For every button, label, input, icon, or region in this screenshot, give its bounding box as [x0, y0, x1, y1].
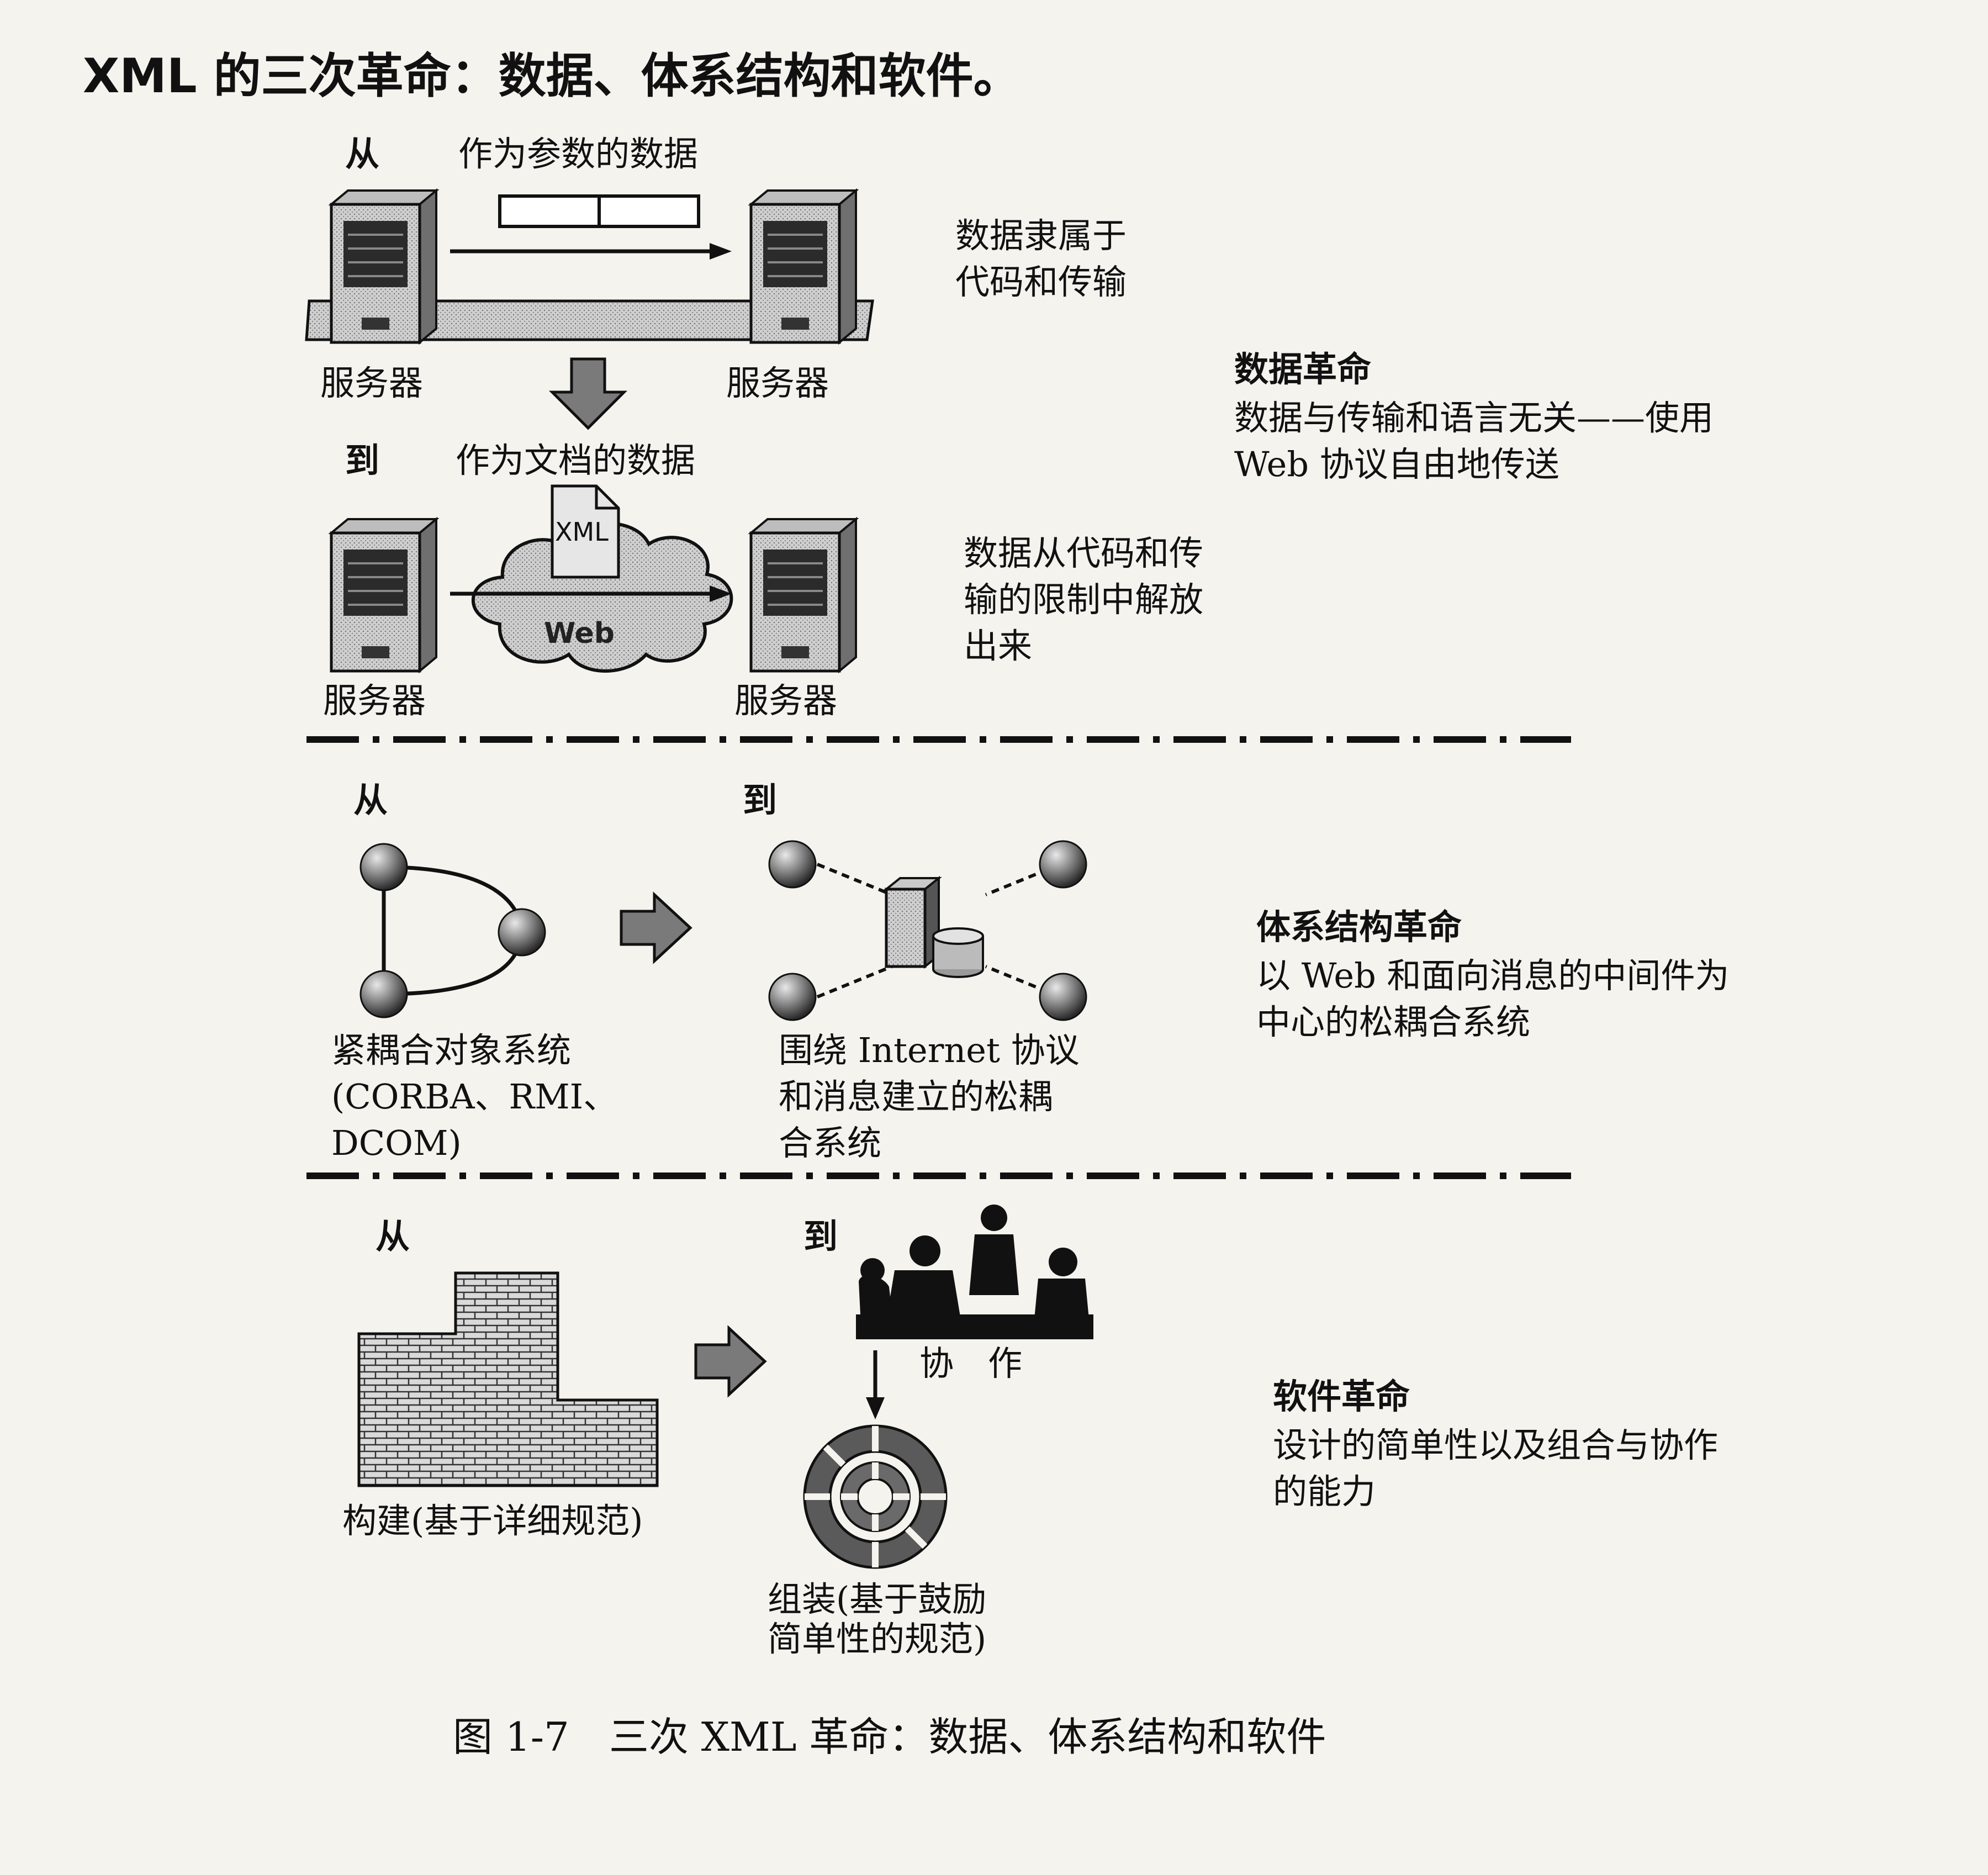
server-icon: [331, 519, 436, 671]
param-packet-icon: [598, 194, 700, 228]
software-revolution-title: 软件革命: [1273, 1376, 1410, 1417]
to-title: 作为文档的数据: [456, 440, 696, 480]
assemble-caption: 组装(基于鼓励 简单性的规范): [768, 1579, 987, 1659]
object-node-icon: [498, 908, 546, 957]
data-from-diagram: [305, 191, 874, 342]
server-icon: [751, 519, 856, 671]
arrow-right-icon: [710, 585, 732, 602]
to-label: 到: [803, 1216, 838, 1256]
data-from-note: 数据隶属于 代码和传输: [955, 215, 1127, 302]
server-icon: [751, 191, 856, 342]
loose-coupled-diagram: [768, 840, 1087, 1021]
object-node-icon: [359, 970, 408, 1018]
object-node-icon: [768, 973, 817, 1021]
server-label: 服务器: [320, 363, 424, 403]
param-packet-icon: [498, 194, 601, 228]
from-label: 从: [376, 1216, 410, 1256]
data-revolution-title: 数据革命: [1234, 349, 1372, 389]
collaboration-label: 协 作: [919, 1343, 1023, 1383]
from-label: 从: [353, 780, 388, 820]
down-arrow-icon: [548, 357, 628, 430]
brick-wall-icon: [357, 1271, 659, 1487]
build-caption: 构建(基于详细规范): [342, 1501, 643, 1541]
architecture-revolution-title: 体系结构革命: [1256, 907, 1462, 947]
loose-coupled-caption: 围绕 Internet 协议 和消息建立的松耦 合系统: [779, 1030, 1080, 1163]
object-node-icon: [1039, 840, 1087, 889]
tight-coupled-caption: 紧耦合对象系统 (CORBA、RMI、 DCOM): [331, 1030, 618, 1163]
arrow-right-icon: [710, 243, 732, 260]
from-label: 从: [345, 134, 380, 174]
to-label: 到: [743, 780, 778, 820]
section-divider: [306, 736, 1571, 743]
from-title: 作为参数的数据: [458, 134, 699, 174]
arrow-down-icon: [866, 1397, 885, 1419]
tight-coupled-diagram: [359, 843, 546, 1018]
server-label: 服务器: [726, 363, 829, 403]
web-cloud-label: Web: [544, 617, 615, 650]
collaboration-people-icon: [856, 1205, 1093, 1339]
data-to-diagram: [331, 484, 856, 673]
server-icon: [331, 191, 436, 342]
arrow-right-icon: [620, 891, 692, 964]
section-divider: [306, 1172, 1571, 1179]
to-label: 到: [345, 440, 380, 480]
xml-doc-label: XML: [555, 517, 609, 547]
software-revolution-desc: 设计的简单性以及组合与协作 的能力: [1273, 1425, 1719, 1512]
data-revolution-desc: 数据与传输和语言无关——使用 Web 协议自由地传送: [1234, 398, 1714, 484]
page-heading: XML 的三次革命：数据、体系结构和软件。: [83, 49, 1021, 104]
object-node-icon: [1039, 973, 1087, 1021]
object-node-icon: [359, 843, 408, 891]
server-label: 服务器: [323, 680, 426, 721]
architecture-revolution-desc: 以 Web 和面向消息的中间件为 中心的松耦合系统: [1256, 955, 1730, 1042]
arrow-right-icon: [694, 1325, 767, 1398]
assembly-ring-icon: [803, 1424, 948, 1569]
web-cloud-icon: [471, 522, 733, 673]
middleware-server-icon: [885, 888, 927, 968]
database-icon: [932, 927, 984, 945]
figure-caption: 图 1-7 三次 XML 革命：数据、体系结构和软件: [453, 1714, 1326, 1760]
server-label: 服务器: [734, 680, 838, 721]
data-to-note: 数据从代码和传 输的限制中解放 出来: [964, 533, 1204, 666]
object-node-icon: [768, 840, 817, 889]
